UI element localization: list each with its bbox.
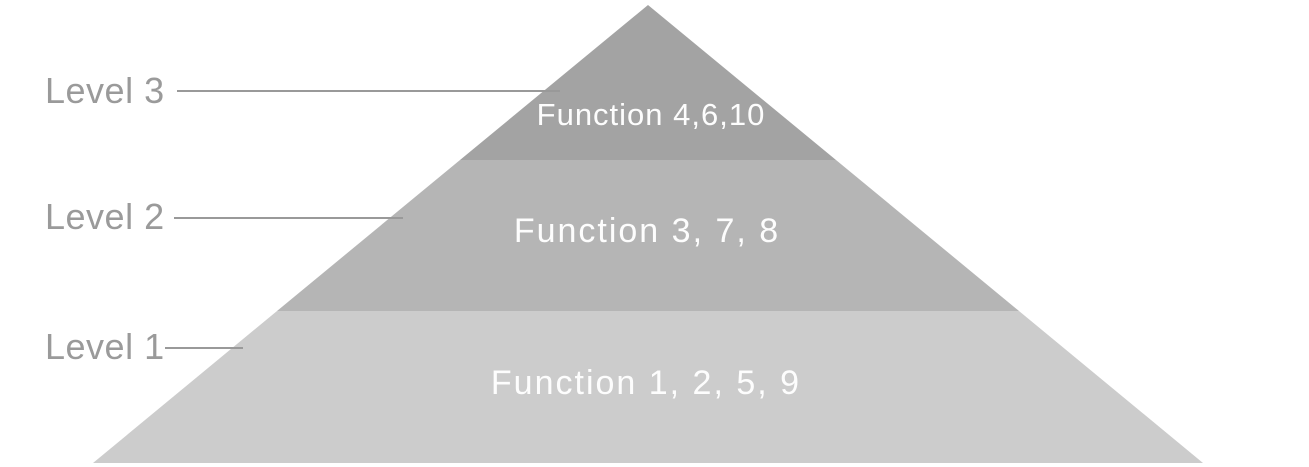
pyramid-level-2-shape — [277, 160, 1019, 311]
level-2-label: Level 2 — [45, 196, 165, 237]
level-1-content-text: Function 1, 2, 5, 9 — [491, 364, 801, 402]
level-3-label: Level 3 — [45, 70, 165, 111]
level-2-content-text: Function 3, 7, 8 — [514, 212, 780, 250]
level-1-label: Level 1 — [45, 326, 165, 367]
pyramid-level-3-shape — [460, 5, 836, 160]
pyramid-level-1-shape — [93, 311, 1203, 463]
level-3-content-text: Function 4,6,10 — [537, 97, 766, 132]
